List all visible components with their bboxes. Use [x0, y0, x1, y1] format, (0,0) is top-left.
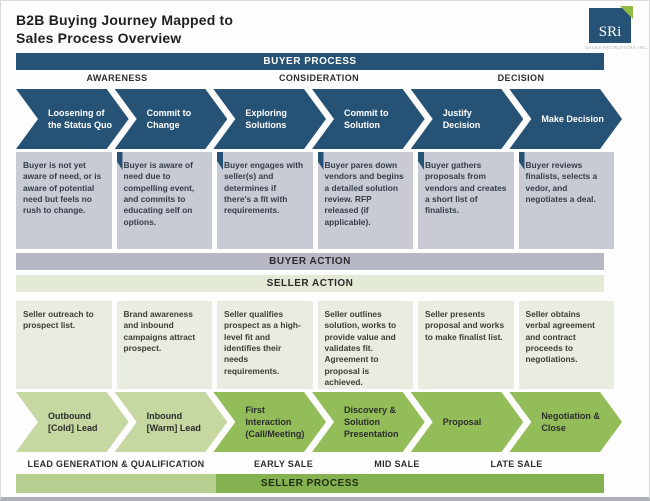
seller-arrow-negotiation-close: Negotiation & Close	[509, 392, 622, 452]
buyer-description-6: Buyer reviews finalists, selects a vedor…	[518, 152, 614, 249]
seller-phase-late-sale: LATE SALE	[490, 459, 543, 469]
seller-stage-descriptions: Seller outreach to prospect list. Brand …	[16, 301, 614, 389]
buyer-description-2: Buyer is aware of need due to compelling…	[116, 152, 212, 249]
buyer-arrow-loosening-status-quo: Loosening of the Status Quo	[16, 89, 129, 149]
seller-arrow-proposal: Proposal	[411, 392, 524, 452]
buyer-arrow-justify-decision: Justify Decision	[411, 89, 524, 149]
sri-logo: SRi SALES RECRUITERS INC.	[585, 6, 649, 50]
seller-process-bar: SELLER PROCESS	[16, 474, 604, 493]
seller-arrow-inbound-warm-lead: Inbound [Warm] Lead	[115, 392, 228, 452]
seller-stage-arrows: Outbound [Cold] Lead Inbound [Warm] Lead…	[16, 392, 622, 452]
seller-arrow-discovery-solution-presentation: Discovery & Solution Presentation	[312, 392, 425, 452]
sri-logo-mark: SRi	[589, 6, 633, 43]
buyer-stage-descriptions: Buyer is not yet aware of need, or is aw…	[16, 152, 614, 249]
buyer-process-bar: BUYER PROCESS	[16, 53, 604, 70]
page-title: B2B Buying Journey Mapped to Sales Proce…	[16, 12, 234, 47]
seller-process-bar-light-segment	[16, 474, 216, 493]
buyer-description-4: Buyer pares down vendors and begins a de…	[317, 152, 413, 249]
seller-description-6: Seller obtains verbal agreement and cont…	[518, 301, 614, 389]
seller-description-1: Seller outreach to prospect list.	[16, 301, 112, 389]
buyer-description-1: Buyer is not yet aware of need, or is aw…	[16, 152, 112, 249]
buyer-arrow-make-decision: Make Decision	[509, 89, 622, 149]
seller-description-5: Seller presents proposal and works to ma…	[418, 301, 514, 389]
phase-awareness: AWARENESS	[86, 73, 148, 83]
buyer-description-3: Buyer engages with seller(s) and determi…	[217, 152, 313, 249]
phase-consideration: CONSIDERATION	[278, 73, 360, 83]
seller-action-bar: SELLER ACTION	[16, 275, 604, 292]
buyer-stage-arrows: Loosening of the Status Quo Commit to Ch…	[16, 89, 622, 149]
buyer-arrow-commit-to-solution: Commit to Solution	[312, 89, 425, 149]
phase-decision: DECISION	[497, 73, 545, 83]
seller-phase-lead-generation: LEAD GENERATION & QUALIFICATION	[27, 459, 205, 469]
buyer-arrow-exploring-solutions: Exploring Solutions	[213, 89, 326, 149]
logo-corner-triangle-icon	[620, 6, 633, 19]
buyer-description-5: Buyer gathers proposals from vendors and…	[418, 152, 514, 249]
seller-arrow-outbound-cold-lead: Outbound [Cold] Lead	[16, 392, 129, 452]
buyer-action-bar: BUYER ACTION	[16, 253, 604, 270]
seller-process-bar-dark-segment	[216, 474, 604, 493]
seller-description-2: Brand awareness and inbound campaigns at…	[116, 301, 212, 389]
seller-description-3: Seller qualifies prospect as a high-leve…	[217, 301, 313, 389]
seller-description-4: Seller outlines solution, works to provi…	[317, 301, 413, 389]
logo-tagline: SALES RECRUITERS INC.	[585, 45, 649, 50]
buyer-arrow-commit-to-change: Commit to Change	[115, 89, 228, 149]
logo-text: SRi	[598, 24, 622, 40]
seller-phase-early-sale: EARLY SALE	[253, 459, 314, 469]
seller-phase-mid-sale: MID SALE	[374, 459, 420, 469]
seller-arrow-first-interaction: First Interaction (Call/Meeting)	[213, 392, 326, 452]
seller-process-bar-label: SELLER PROCESS	[260, 478, 360, 489]
buyer-phase-labels: AWARENESS CONSIDERATION DECISION	[16, 73, 622, 83]
